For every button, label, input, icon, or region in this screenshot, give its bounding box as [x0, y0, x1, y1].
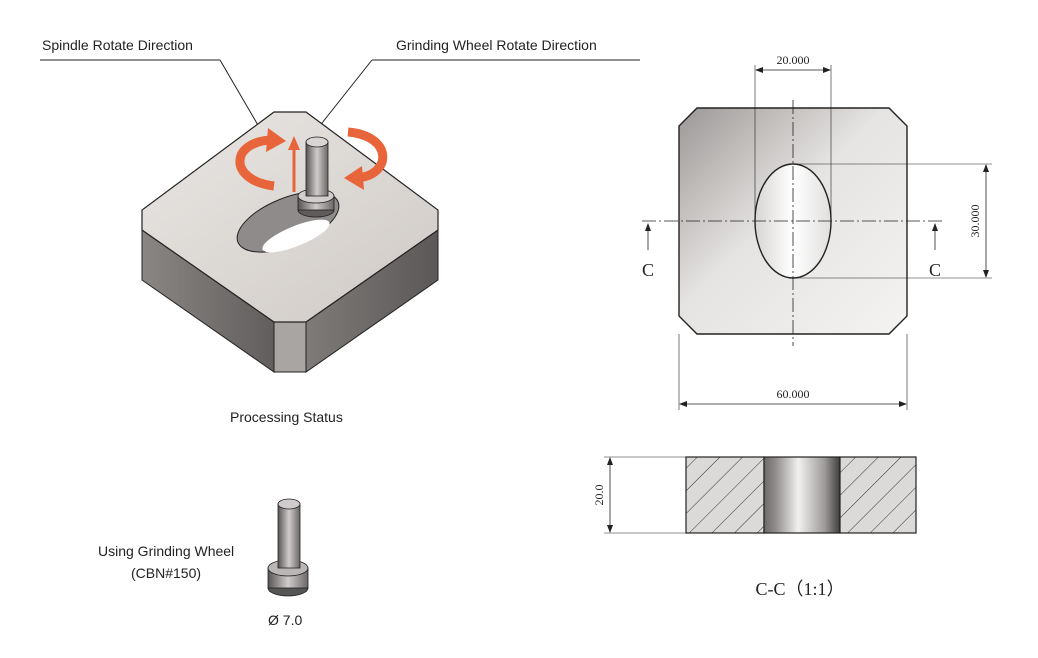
spindle-rotation-arrow — [235, 135, 279, 191]
grinding-wheel-illustration — [267, 498, 309, 597]
section-view: 20.0 C-C（1:1） — [592, 456, 917, 599]
feed-arrow-head — [288, 136, 300, 150]
processing-status-label: Processing Status — [230, 409, 343, 425]
dim-bottom-value: 60.000 — [777, 387, 810, 401]
spindle-arrow-head — [266, 128, 286, 152]
using-wheel-label: Using Grinding Wheel — [98, 543, 234, 559]
callout-wheel: Grinding Wheel Rotate Direction — [317, 37, 640, 129]
section-caption: C-C（1:1） — [755, 579, 844, 599]
section-hatch-right — [839, 456, 917, 534]
top-view: 20.000 30.000 60.000 C C — [642, 53, 992, 410]
leader-line — [219, 59, 263, 133]
dim-top-value: 20.000 — [777, 53, 810, 67]
wheel-rotation-arrow — [347, 127, 388, 183]
section-mark-right: C — [929, 260, 941, 280]
wheel-diameter-label: Ø 7.0 — [268, 612, 302, 628]
grinding-tool — [297, 136, 335, 218]
wheel-direction-label: Grinding Wheel Rotate Direction — [396, 37, 597, 53]
leader-line — [317, 59, 373, 129]
section-bore — [763, 456, 841, 534]
part-chamfer-face — [273, 321, 307, 373]
dim-height-value: 20.0 — [592, 485, 606, 506]
isometric-part — [141, 111, 439, 373]
part-hole-opening — [262, 219, 330, 253]
section-mark-left: C — [642, 260, 654, 280]
dim-right-value: 30.000 — [968, 205, 982, 238]
wheel-arrow-head — [344, 166, 364, 190]
spindle-direction-label: Spindle Rotate Direction — [42, 37, 193, 53]
section-hatch-left — [685, 456, 765, 534]
callout-spindle: Spindle Rotate Direction — [40, 37, 263, 133]
wheel-grade-label: (CBN#150) — [131, 565, 201, 581]
